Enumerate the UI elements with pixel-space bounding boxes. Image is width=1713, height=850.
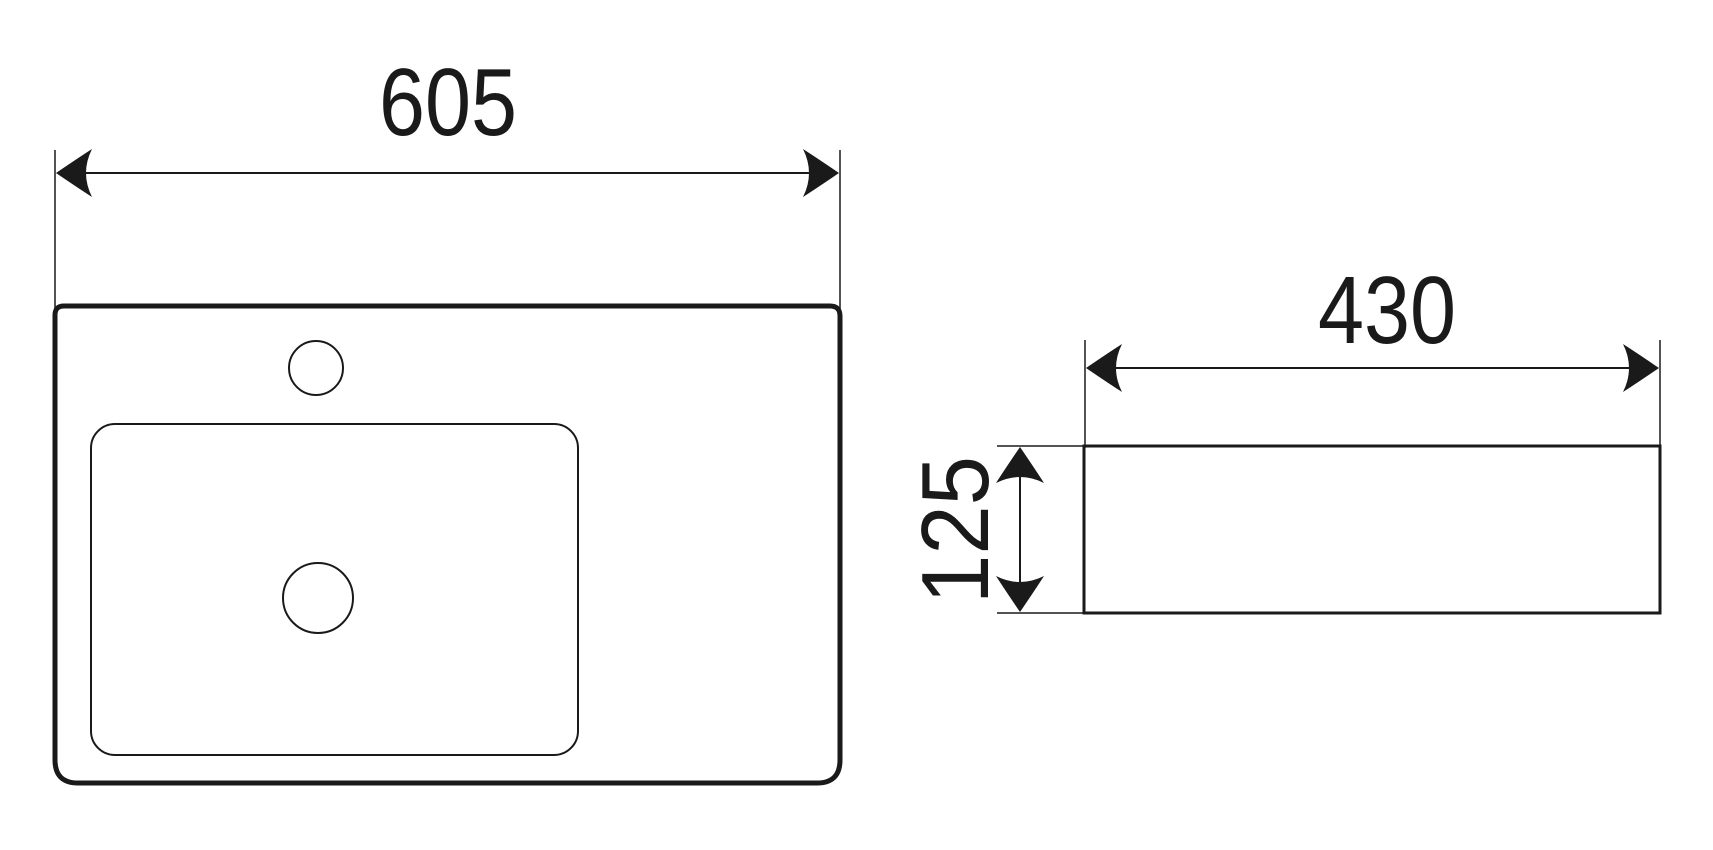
width-arrow-left bbox=[56, 149, 92, 197]
top-view: 605 bbox=[52, 49, 843, 786]
drain-hole bbox=[282, 562, 354, 634]
side-view: 430 125 bbox=[902, 257, 1662, 615]
depth-dimension-label: 430 bbox=[1318, 257, 1456, 364]
depth-arrow-left bbox=[1086, 344, 1122, 392]
width-arrow-right bbox=[803, 149, 839, 197]
basin-outer-outline bbox=[52, 303, 843, 786]
width-dimension-label: 605 bbox=[379, 49, 517, 156]
basin-inner-bowl bbox=[90, 423, 579, 756]
height-arrow-bottom bbox=[996, 576, 1044, 612]
depth-arrow-right bbox=[1623, 344, 1659, 392]
height-arrow-top bbox=[996, 447, 1044, 483]
basin-side-profile bbox=[1082, 444, 1662, 615]
height-dimension-label: 125 bbox=[902, 456, 1009, 604]
tap-hole bbox=[288, 340, 344, 396]
